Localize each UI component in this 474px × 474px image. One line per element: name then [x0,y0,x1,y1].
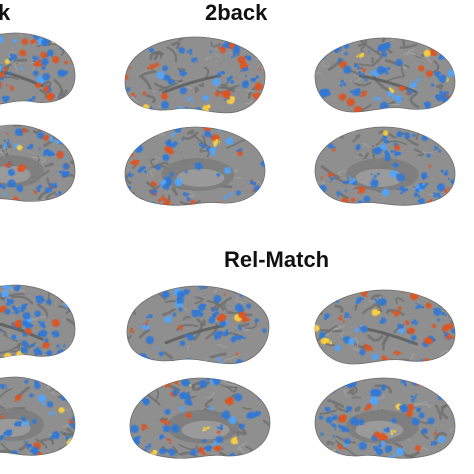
brain-tl-medial [0,124,76,202]
panel-label-cut: k [0,0,11,25]
brain-tr-lateral [314,37,456,113]
brain-tc-lateral [124,36,266,114]
brain-bl-lateral [0,284,76,359]
brain-tr-medial [314,126,456,206]
brain-br-medial [314,377,456,459]
brain-bc-lateral [126,285,270,365]
panel-label-2back: 2back [205,0,268,25]
brain-bc-medial [129,377,271,459]
brain-bl-medial [0,376,76,456]
brain-br-lateral [314,289,456,365]
brain-tl-lateral [0,32,76,106]
panel-label-rel-match: Rel-Match [224,247,330,272]
brain-tc-medial [124,126,266,206]
